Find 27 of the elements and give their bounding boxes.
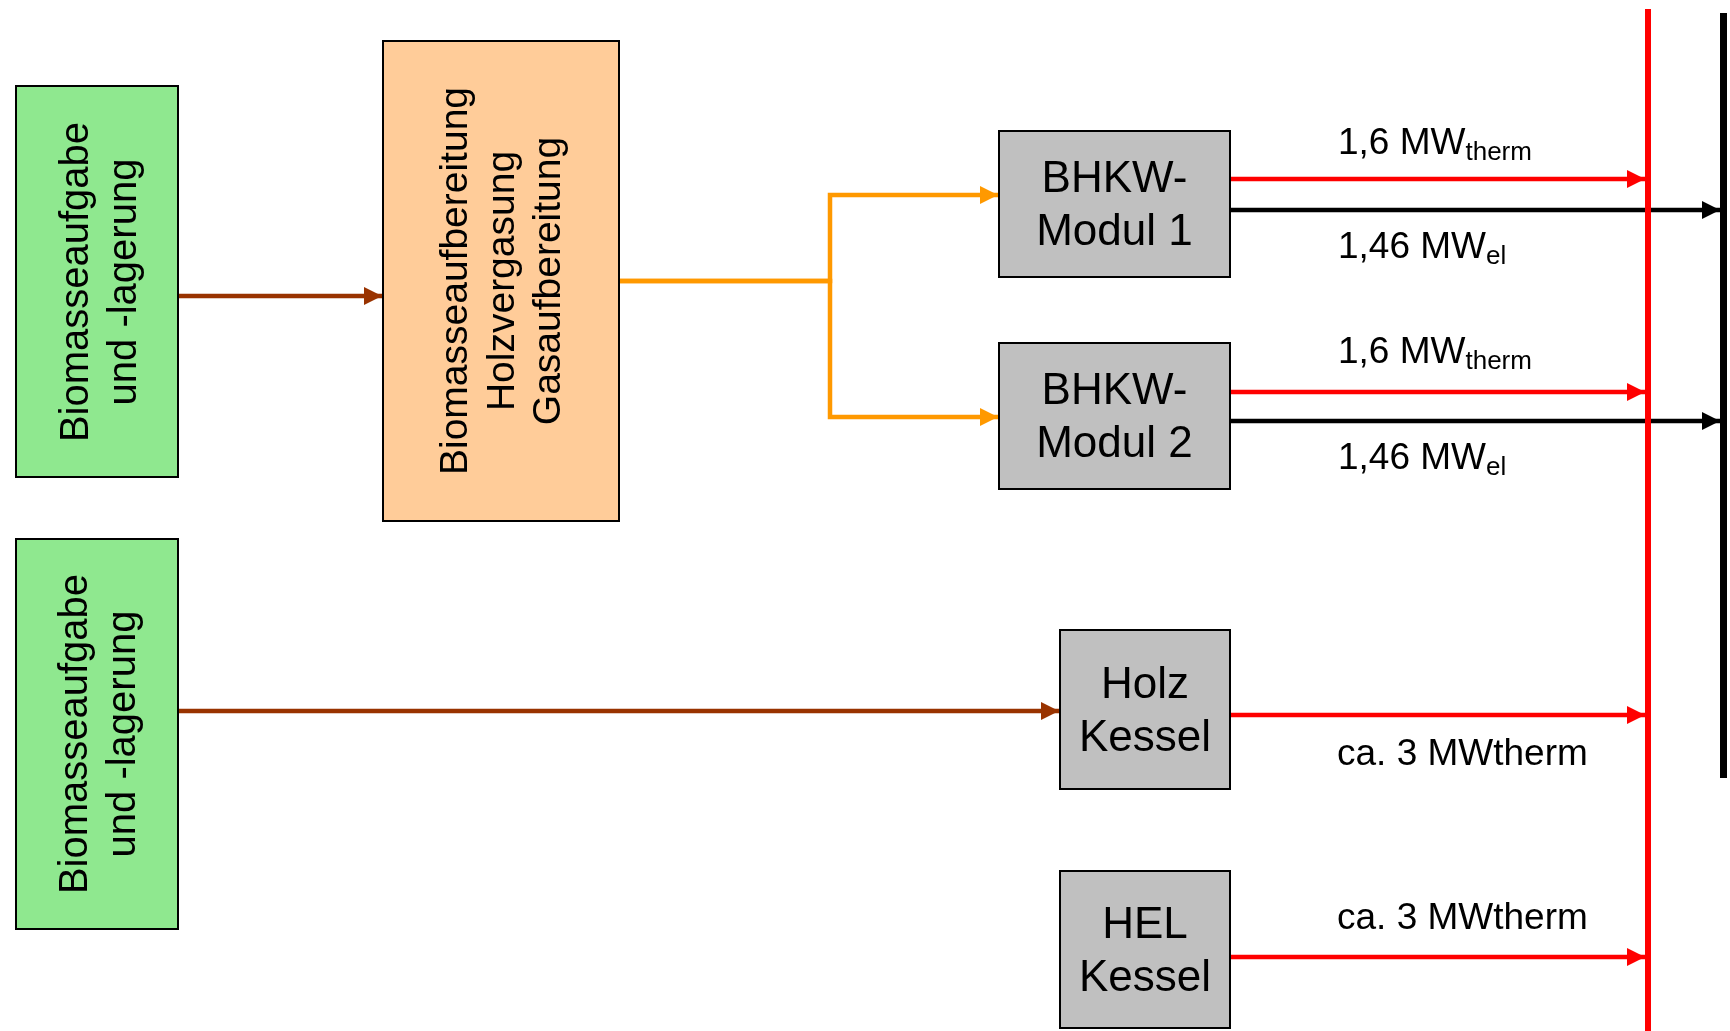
module-box xyxy=(998,342,1231,490)
node-label: Biomasseaufgabe und -lagerung xyxy=(50,120,145,444)
arrow xyxy=(1231,170,1645,188)
node-label: Holzvergasung xyxy=(477,150,523,412)
module-box xyxy=(998,130,1231,278)
node-label: HEL Kessel xyxy=(1077,896,1213,1002)
arrow xyxy=(1231,201,1720,219)
node-label: Gasaufbereitung xyxy=(524,136,570,426)
node-label: Biomasseaufbereitung xyxy=(430,86,476,476)
arrow xyxy=(620,278,998,426)
boiler-box xyxy=(1059,629,1231,790)
node-label: BHKW- Modul 1 xyxy=(1035,151,1194,256)
arrow xyxy=(1231,412,1720,430)
storage-box xyxy=(15,85,179,478)
arrow xyxy=(1231,948,1645,966)
arrow xyxy=(179,702,1059,720)
heat-bus-bar xyxy=(1645,9,1651,1031)
arrow xyxy=(179,287,382,305)
boiler-box xyxy=(1059,870,1231,1029)
process-box xyxy=(382,40,620,522)
arrow xyxy=(1231,706,1645,724)
node-label: Holz Kessel xyxy=(1077,656,1213,762)
node-label: Biomasseaufgabe und -lagerung xyxy=(50,572,144,897)
storage-box xyxy=(15,538,179,930)
power-bus-bar xyxy=(1720,13,1727,778)
arrow xyxy=(1231,383,1645,401)
node-label: BHKW- Modul 2 xyxy=(1035,363,1194,468)
